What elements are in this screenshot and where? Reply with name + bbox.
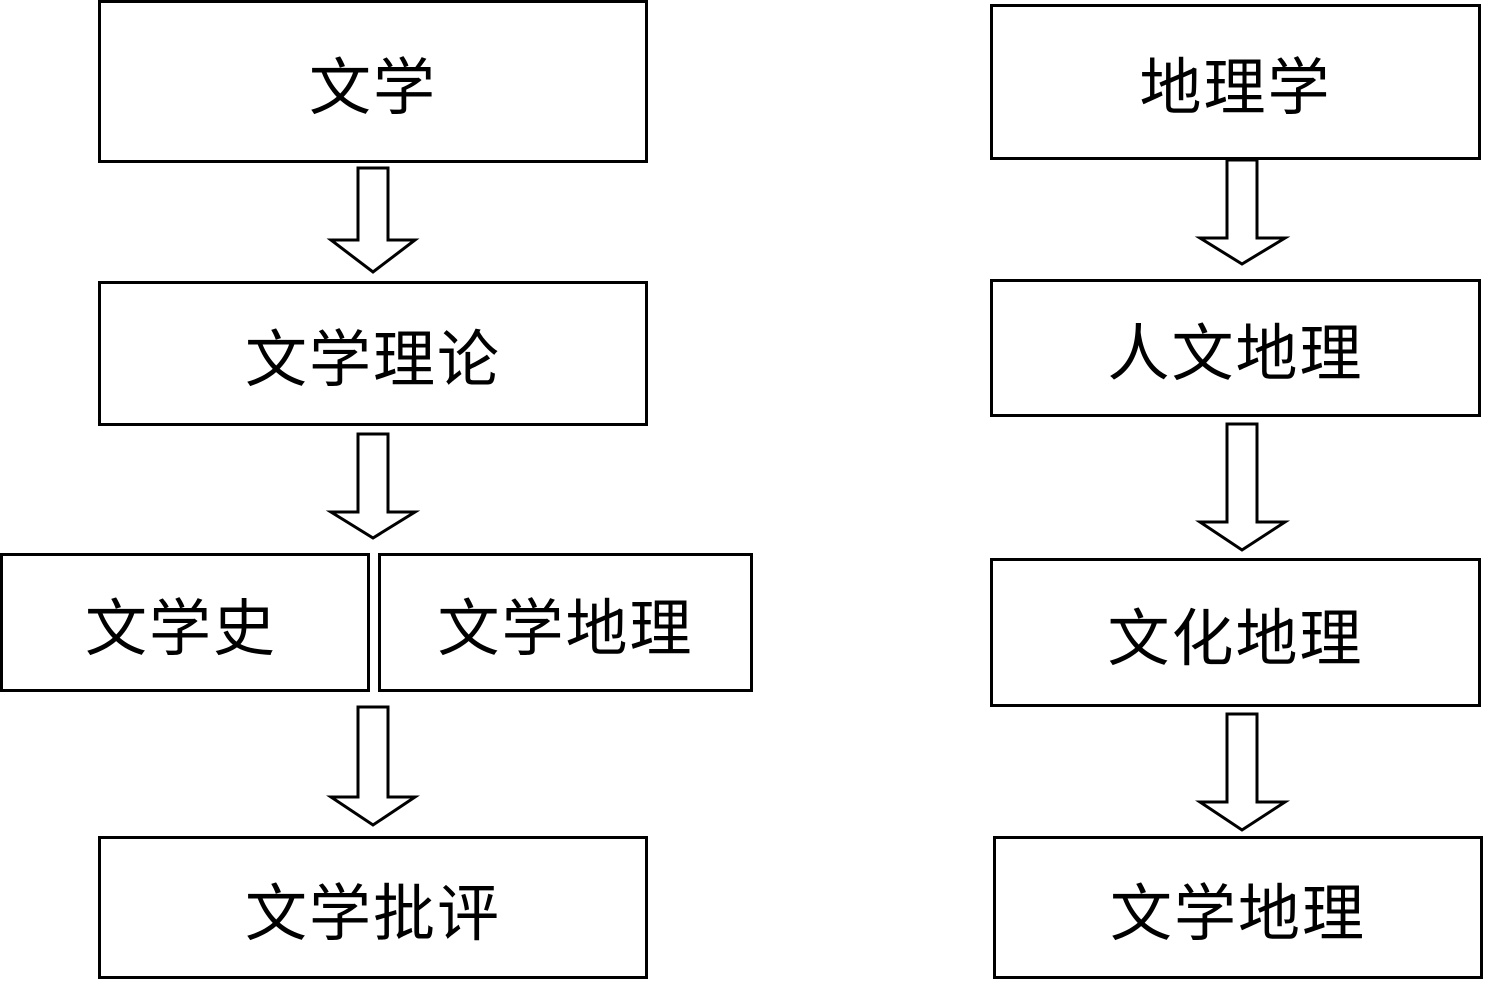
node-literary-history-label: 文学史 — [85, 591, 278, 665]
node-literature: 文学 — [98, 0, 648, 163]
down-arrow-literature-to-theory — [326, 166, 420, 274]
node-geography: 地理学 — [990, 4, 1481, 160]
node-human-geography: 人文地理 — [990, 279, 1481, 417]
down-arrow-geography-to-human — [1194, 158, 1291, 266]
down-arrow-theory-to-history-geography — [325, 432, 421, 540]
node-cultural-geography: 文化地理 — [990, 558, 1481, 707]
node-literary-theory: 文学理论 — [98, 281, 648, 426]
node-human-geography-label: 人文地理 — [1107, 317, 1364, 390]
node-literary-geography-left-label: 文学地理 — [437, 591, 694, 665]
node-literature-label: 文学 — [308, 50, 437, 124]
node-literary-geography-left: 文学地理 — [378, 553, 753, 692]
down-arrow-human-to-cultural — [1195, 422, 1291, 552]
node-literary-geography-right: 文学地理 — [993, 836, 1483, 979]
node-literary-history: 文学史 — [0, 553, 370, 692]
node-cultural-geography-label: 文化地理 — [1107, 601, 1364, 675]
node-literary-criticism: 文学批评 — [98, 836, 648, 979]
down-arrow-cultural-to-literary-geography — [1195, 712, 1291, 832]
node-literary-criticism-label: 文学批评 — [244, 876, 501, 950]
down-arrow-to-criticism — [326, 705, 420, 827]
node-literary-geography-right-label: 文学地理 — [1109, 876, 1366, 950]
node-literary-theory-label: 文学理论 — [244, 322, 501, 396]
node-geography-label: 地理学 — [1139, 51, 1332, 124]
